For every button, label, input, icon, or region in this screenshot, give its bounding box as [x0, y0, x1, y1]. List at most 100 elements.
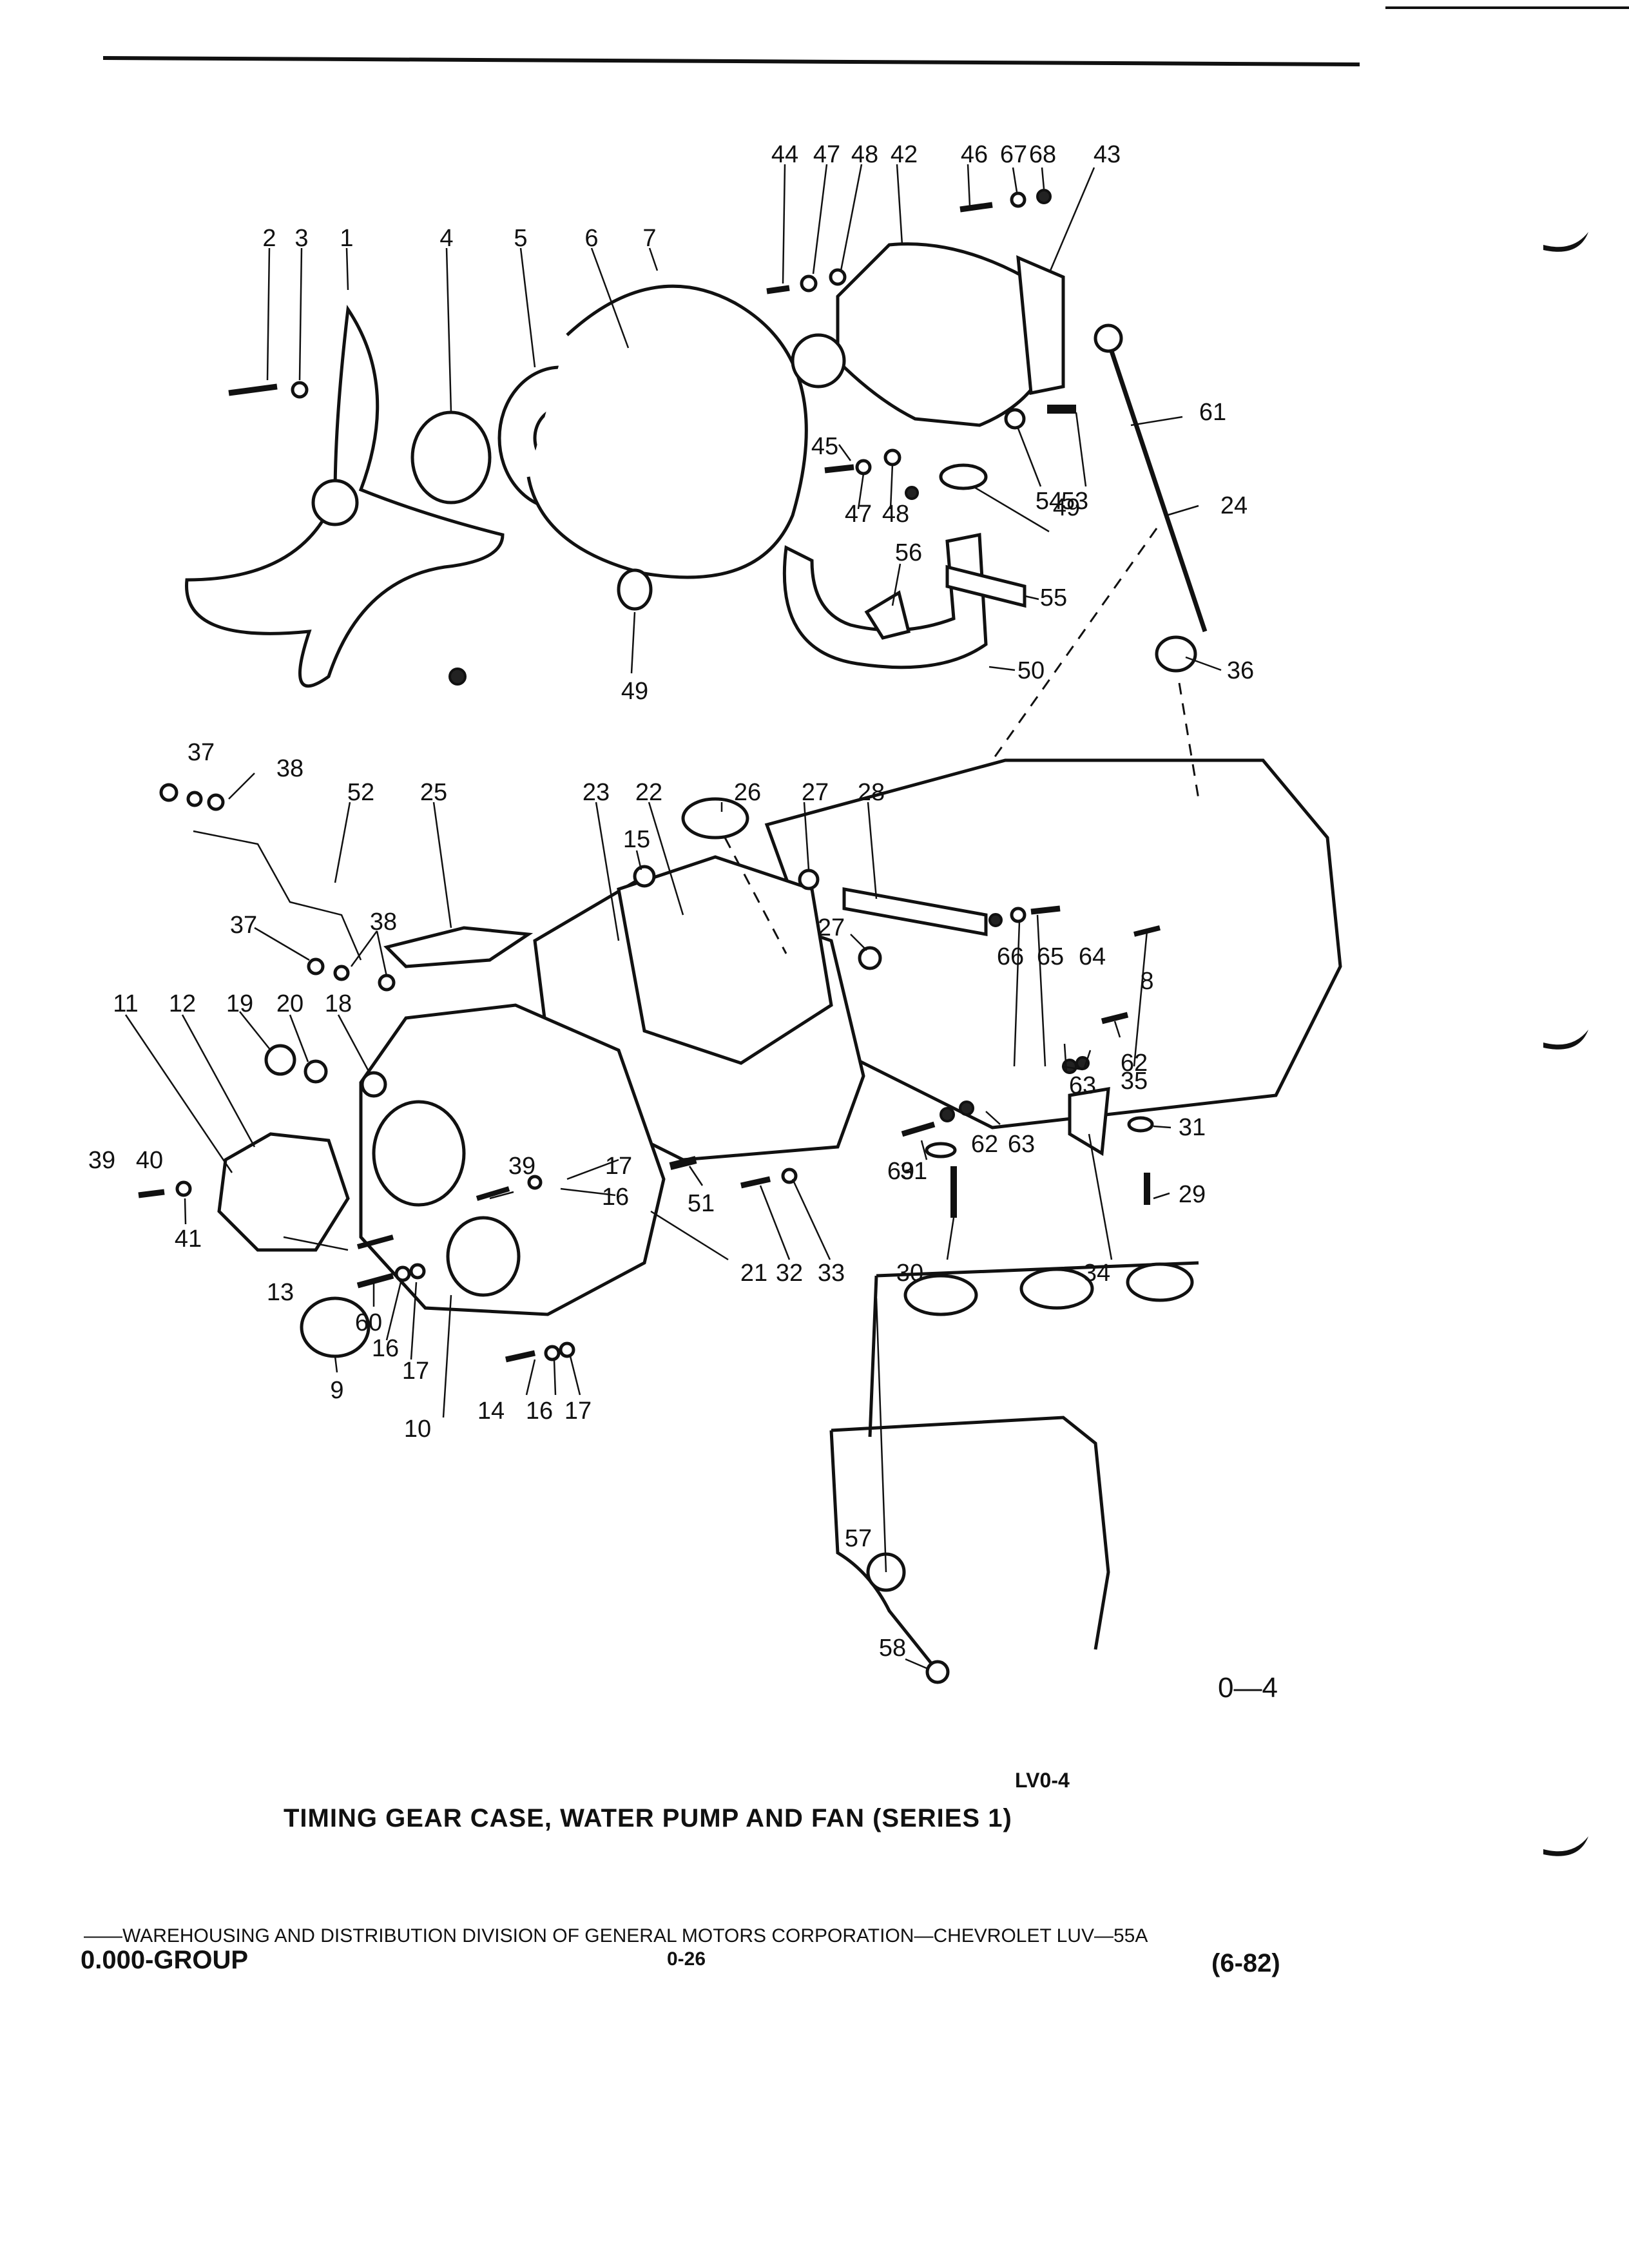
washer	[175, 1180, 192, 1197]
callout-label: 54	[1036, 488, 1063, 515]
access-cover	[217, 1132, 350, 1252]
stud	[669, 1156, 697, 1170]
washer	[378, 974, 396, 992]
callout-label: 27	[802, 779, 829, 806]
leader-lines	[124, 164, 1222, 1670]
bolt	[476, 1186, 510, 1201]
header-rule	[102, 56, 1360, 66]
bolt	[740, 1176, 771, 1189]
callout-label: 63	[1008, 1131, 1035, 1158]
publisher-line: ——WAREHOUSING AND DISTRIBUTION DIVISION …	[84, 1925, 1148, 1946]
washer	[448, 668, 467, 686]
callout-label: 42	[891, 141, 918, 168]
fan-belt	[526, 284, 808, 579]
callout-label: 29	[1179, 1181, 1206, 1208]
callout-label: 39	[508, 1153, 535, 1180]
callout-labels: 1 2 3 4 5 6 7 8 9 10 11 12 13 14 15 16 1…	[88, 141, 1254, 1662]
callout-label: 49	[621, 678, 648, 705]
pump-gasket	[1016, 255, 1065, 395]
nut	[798, 869, 820, 890]
callout-label: 20	[276, 990, 304, 1017]
callout-label: 56	[895, 539, 922, 566]
callout-label: 55	[1040, 584, 1067, 611]
callout-label: 47	[845, 501, 872, 528]
washer	[1010, 191, 1027, 208]
callout-label: 3	[294, 225, 308, 252]
callout-label: 66	[997, 943, 1024, 970]
callout-label: 58	[879, 1635, 906, 1662]
bolt	[824, 464, 854, 474]
nut	[159, 783, 178, 802]
callout-label: 17	[564, 1398, 592, 1425]
washer	[291, 381, 309, 399]
washer	[559, 1341, 575, 1358]
binder-mark	[1543, 1030, 1588, 1050]
bolt	[356, 1235, 394, 1249]
washer	[207, 793, 225, 811]
callout-label: 10	[404, 1416, 431, 1443]
washer	[394, 1265, 411, 1282]
callout-label: 41	[175, 1225, 202, 1253]
callout-label: 60	[355, 1309, 382, 1336]
washer	[1010, 907, 1027, 923]
callout-label: 61	[1199, 399, 1226, 426]
washer	[800, 274, 818, 293]
hose-clip	[945, 564, 1027, 608]
washer	[1004, 408, 1026, 430]
front-plate	[617, 855, 833, 1065]
callout-label: 36	[1227, 657, 1254, 684]
callout-label: 49	[1053, 494, 1080, 521]
bolt	[505, 1350, 535, 1363]
callout-label: 16	[372, 1335, 399, 1362]
bolt	[901, 1121, 936, 1137]
callout-label: 14	[477, 1398, 505, 1425]
callout-label: 30	[896, 1260, 923, 1287]
oil-dipstick	[1106, 340, 1208, 633]
pipe-clip	[1068, 1086, 1110, 1157]
callout-label: 1	[340, 225, 353, 252]
bracket	[842, 887, 988, 936]
washer	[855, 459, 872, 476]
callout-label: 62	[1121, 1050, 1148, 1077]
callout-label: 37	[230, 912, 257, 939]
callout-label: 69	[887, 1158, 914, 1185]
callout-label: 47	[813, 141, 840, 168]
expansion-plug	[925, 1660, 950, 1684]
callout-label: 21	[740, 1260, 767, 1287]
assembly-line	[724, 837, 787, 954]
callout-label: 64	[1079, 943, 1106, 970]
callout-label: 28	[858, 779, 885, 806]
washer	[186, 791, 203, 807]
washer	[1036, 189, 1052, 204]
callout-label: 31	[1179, 1114, 1206, 1141]
page-title: TIMING GEAR CASE, WATER PUMP AND FAN (SE…	[284, 1804, 1012, 1832]
callout-label: 48	[851, 141, 878, 168]
callout-label: 38	[276, 755, 304, 782]
washer	[925, 1142, 957, 1158]
engine-block	[764, 758, 1342, 1129]
washer	[304, 1059, 328, 1084]
callout-label: 50	[1017, 657, 1045, 684]
bolt	[138, 1189, 165, 1198]
fan-assembly	[185, 304, 505, 688]
callout-label: 27	[818, 914, 845, 941]
washer	[527, 1175, 543, 1190]
callout-label: 37	[188, 739, 215, 766]
callout-label: 53	[1061, 488, 1088, 515]
callout-label: 13	[267, 1279, 294, 1306]
callout-label: 48	[882, 501, 909, 528]
washer	[959, 1100, 974, 1116]
callout-label: 18	[325, 990, 352, 1017]
callout-label: 67	[1000, 141, 1027, 168]
block-bore	[1126, 1262, 1194, 1302]
callout-label: 17	[402, 1358, 429, 1385]
bolt	[356, 1273, 394, 1289]
washer	[829, 268, 847, 286]
callout-label: 15	[623, 826, 650, 853]
hose-clamp	[939, 463, 988, 490]
bolt	[1030, 905, 1061, 915]
callout-label: 16	[602, 1184, 629, 1211]
callout-label: 31	[900, 1158, 927, 1185]
bolt	[228, 383, 278, 396]
callout-label: 24	[1220, 492, 1248, 519]
